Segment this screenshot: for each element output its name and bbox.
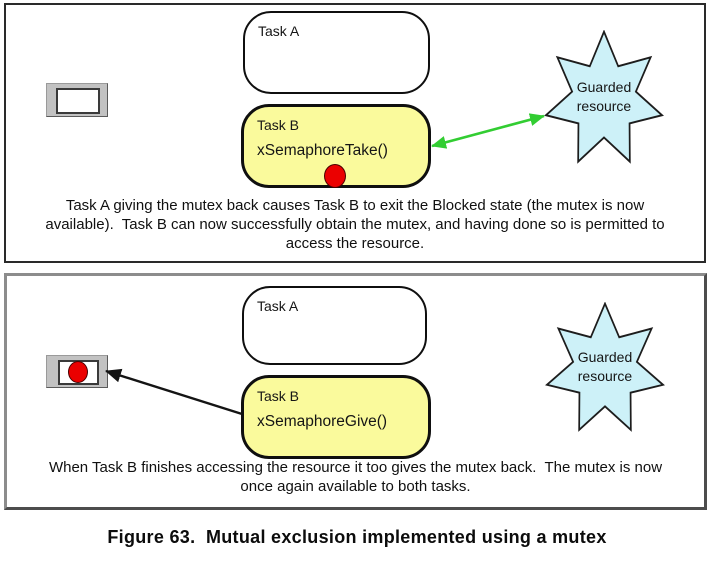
task-a-box: Task A <box>243 11 430 94</box>
task-a-box: Task A <box>242 286 427 365</box>
task-b-label: Task B <box>257 388 300 404</box>
mutex-slot <box>56 88 100 114</box>
seven-point-star-icon <box>545 302 665 432</box>
seven-point-star-icon <box>544 30 664 164</box>
task-b-label: Task B <box>257 117 300 133</box>
mutex-icon <box>46 355 108 388</box>
top-panel-caption: Task A giving the mutex back causes Task… <box>45 197 665 252</box>
task-b-box: Task B xSemaphoreGive() <box>241 375 431 459</box>
guarded-resource-star: Guarded resource <box>543 30 665 170</box>
mutex-icon <box>46 83 108 117</box>
mutex-slot <box>58 360 99 385</box>
bottom-panel-caption: When Task B finishes accessing the resou… <box>48 459 663 495</box>
mutex-token-icon <box>68 361 88 383</box>
figure-caption: Figure 63. Mutual exclusion implemented … <box>107 527 607 547</box>
semaphore-give-call: xSemaphoreGive() <box>257 413 388 430</box>
guarded-resource-label: Guarded resource <box>577 349 633 384</box>
guarded-resource-star: Guarded resource <box>544 302 666 438</box>
guarded-resource-label: Guarded resource <box>576 79 632 114</box>
bottom-panel: Task A Task B xSemaphoreGive() Guarded r… <box>4 273 707 510</box>
mutex-token-icon <box>324 164 346 188</box>
semaphore-take-call: xSemaphoreTake() <box>257 142 388 159</box>
task-a-label: Task A <box>258 23 300 39</box>
task-a-label: Task A <box>257 298 299 314</box>
top-panel: Task A Task B xSemaphoreTake() Guarded r… <box>4 3 706 263</box>
